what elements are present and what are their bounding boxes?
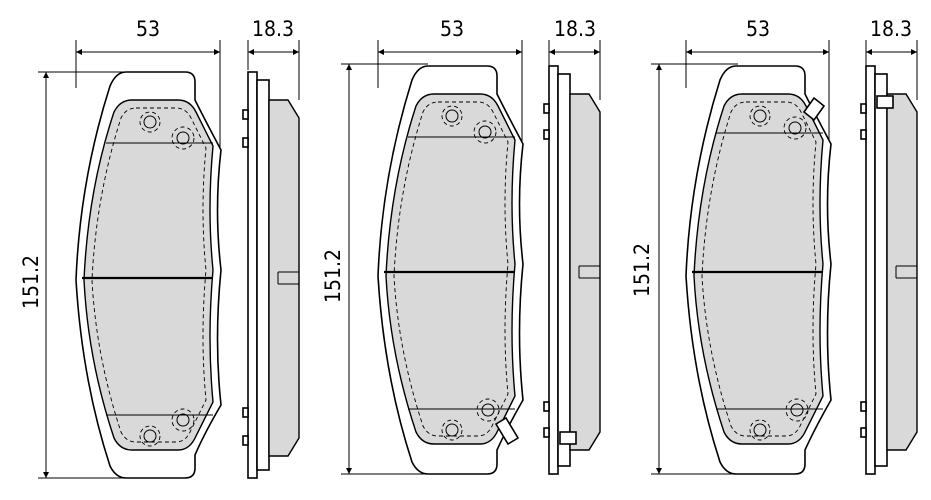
thickness-label: 18.3	[252, 17, 294, 41]
width-label: 53	[136, 17, 160, 41]
pad-front-view	[377, 65, 524, 475]
thickness-dimension: 18.3	[865, 17, 918, 100]
thickness-label: 18.3	[870, 17, 912, 41]
width-dimension: 53	[377, 17, 523, 150]
thickness-dimension: 18.3	[247, 17, 300, 100]
width-label: 53	[746, 17, 770, 41]
pad-drawing-1: 53 18.3 151.2	[19, 17, 300, 479]
thickness-label: 18.3	[554, 17, 596, 41]
height-label: 151.2	[321, 249, 345, 303]
height-dimension: 151.2	[321, 63, 428, 475]
width-label: 53	[440, 17, 464, 41]
wear-sensor	[802, 96, 826, 122]
height-dimension: 151.2	[630, 63, 738, 475]
pad-side-view	[543, 65, 601, 475]
pad-front-view	[685, 65, 832, 475]
pad-side-view	[242, 71, 300, 479]
height-label: 151.2	[19, 255, 43, 309]
wear-sensor	[494, 416, 520, 446]
height-dimension: 151.2	[19, 71, 125, 479]
pad-drawing-3: 53 18.3 151.2	[630, 17, 918, 475]
pad-side-view	[860, 65, 918, 475]
height-label: 151.2	[630, 243, 654, 297]
pad-front-view	[75, 71, 222, 479]
width-dimension: 53	[75, 17, 221, 150]
width-dimension: 53	[685, 17, 830, 150]
thickness-dimension: 18.3	[548, 17, 601, 100]
pad-drawing-2: 53 18.3 151.2	[321, 17, 601, 475]
